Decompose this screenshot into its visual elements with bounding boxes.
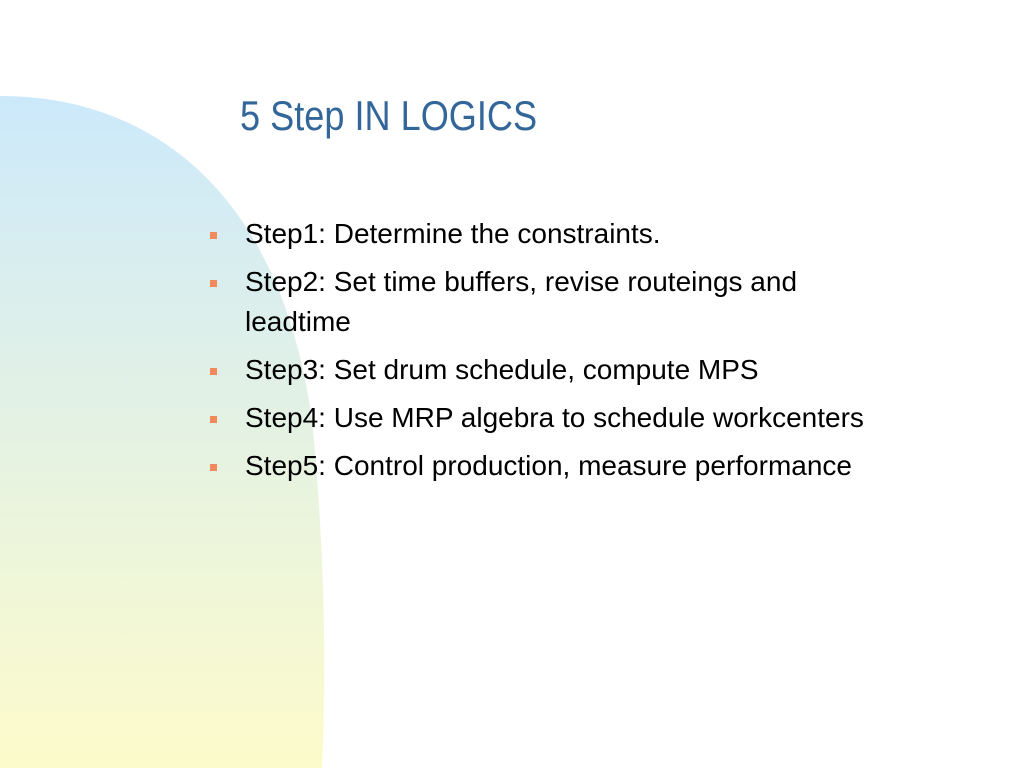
list-item: Step4: Use MRP algebra to schedule workc… <box>208 398 868 438</box>
bullet-list: Step1: Determine the constraints. Step2:… <box>208 214 868 494</box>
slide-title: 5 Step IN LOGICS <box>240 92 538 139</box>
square-bullet-icon <box>210 280 217 287</box>
list-item: Step3: Set drum schedule, compute MPS <box>208 350 868 390</box>
bullet-text: Step3: Set drum schedule, compute MPS <box>245 354 759 385</box>
bullet-text: Step4: Use MRP algebra to schedule workc… <box>245 402 864 433</box>
bullet-text: Step1: Determine the constraints. <box>245 218 661 249</box>
bullet-text: Step5: Control production, measure perfo… <box>245 450 852 481</box>
square-bullet-icon <box>210 368 217 375</box>
list-item: Step1: Determine the constraints. <box>208 214 868 254</box>
bullet-text: Step2: Set time buffers, revise routeing… <box>245 266 798 337</box>
square-bullet-icon <box>210 416 217 423</box>
square-bullet-icon <box>210 232 217 239</box>
square-bullet-icon <box>210 464 217 471</box>
list-item: Step5: Control production, measure perfo… <box>208 446 868 486</box>
list-item: Step2: Set time buffers, revise routeing… <box>208 262 868 342</box>
